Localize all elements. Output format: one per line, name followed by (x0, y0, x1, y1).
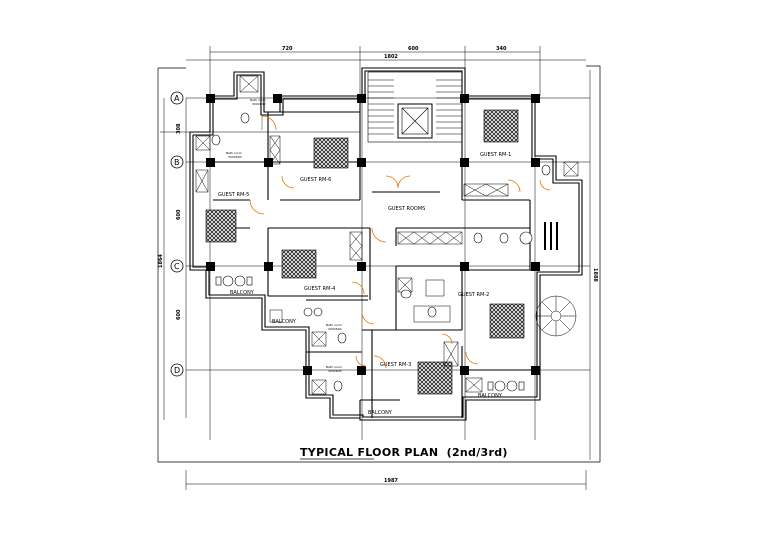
balcony-label-2: BALCONY (272, 319, 297, 325)
doors (249, 115, 551, 369)
grid-bubbles (170, 91, 184, 377)
bath-label-4-sub: 300X600 (328, 369, 342, 373)
sheet-frame (157, 65, 601, 463)
corridor-marker (544, 222, 558, 250)
grid-lines (160, 96, 590, 440)
balcony-label-1: BALCONY (230, 290, 255, 296)
balcony-label-3: BALCONY (368, 410, 393, 416)
staircase (367, 71, 463, 143)
sanitary-fixtures (211, 112, 551, 392)
dim-bottom-total: 1987 (384, 478, 398, 484)
bed-rm-3 (417, 361, 453, 395)
columns (206, 94, 540, 375)
bed-rm-2 (489, 303, 525, 339)
dim-top-segment-1: 720 (282, 46, 293, 52)
room-label-guest-rooms: GUEST ROOMS (388, 206, 425, 212)
bed-rm-4 (281, 249, 317, 279)
room-label-guest-rm-3: GUEST RM-3 (380, 362, 411, 368)
bed-rm-1 (483, 109, 519, 143)
grid-label-d: D (174, 366, 180, 375)
room-label-guest-rm-1: GUEST RM-1 (480, 152, 511, 158)
bath-label-1-sub: 300X600 (252, 102, 266, 106)
spiral-staircase (535, 295, 577, 337)
balcony-furniture (215, 275, 525, 392)
grid-label-b: B (174, 158, 180, 167)
dim-left-segment-2: 600 (176, 209, 182, 220)
dim-top-segment-2: 600 (408, 46, 419, 52)
grid-label-c: C (174, 262, 180, 271)
bed-rm-6 (313, 137, 349, 169)
dim-top-segment-3: 340 (496, 46, 507, 52)
wardrobes (195, 75, 579, 395)
grid-label-a: A (174, 94, 180, 103)
bath-label-1: Bath room (250, 98, 266, 102)
bath-label-2-sub: 300X600 (228, 155, 242, 159)
bath-label-2: Bath room (226, 151, 242, 155)
beds (205, 109, 525, 395)
room-label-guest-rm-4: GUEST RM-4 (304, 286, 335, 292)
room-label-guest-rm-2: GUEST RM-2 (458, 292, 489, 298)
drawing-title: TYPICAL FLOOR PLAN (2nd/3rd) (300, 446, 508, 459)
dim-left-segment-3: 600 (176, 309, 182, 320)
bed-rm-5 (205, 209, 237, 243)
balcony-label-4: BALCONY (478, 393, 503, 399)
bath-label-4: Bath room (326, 365, 342, 369)
room-label-guest-rm-6: GUEST RM-6 (300, 177, 331, 183)
bath-label-3: Bath room (326, 323, 342, 327)
dim-top-total: 1802 (384, 54, 398, 60)
room-label-guest-rm-5: GUEST RM-5 (218, 192, 249, 198)
dimension-lines (163, 46, 591, 490)
dim-right-total: 1888 (592, 268, 598, 282)
dim-left-segment-1: 308 (176, 123, 182, 134)
dim-left-total: 1864 (158, 254, 164, 268)
bath-label-3-sub: 300X600 (328, 327, 342, 331)
